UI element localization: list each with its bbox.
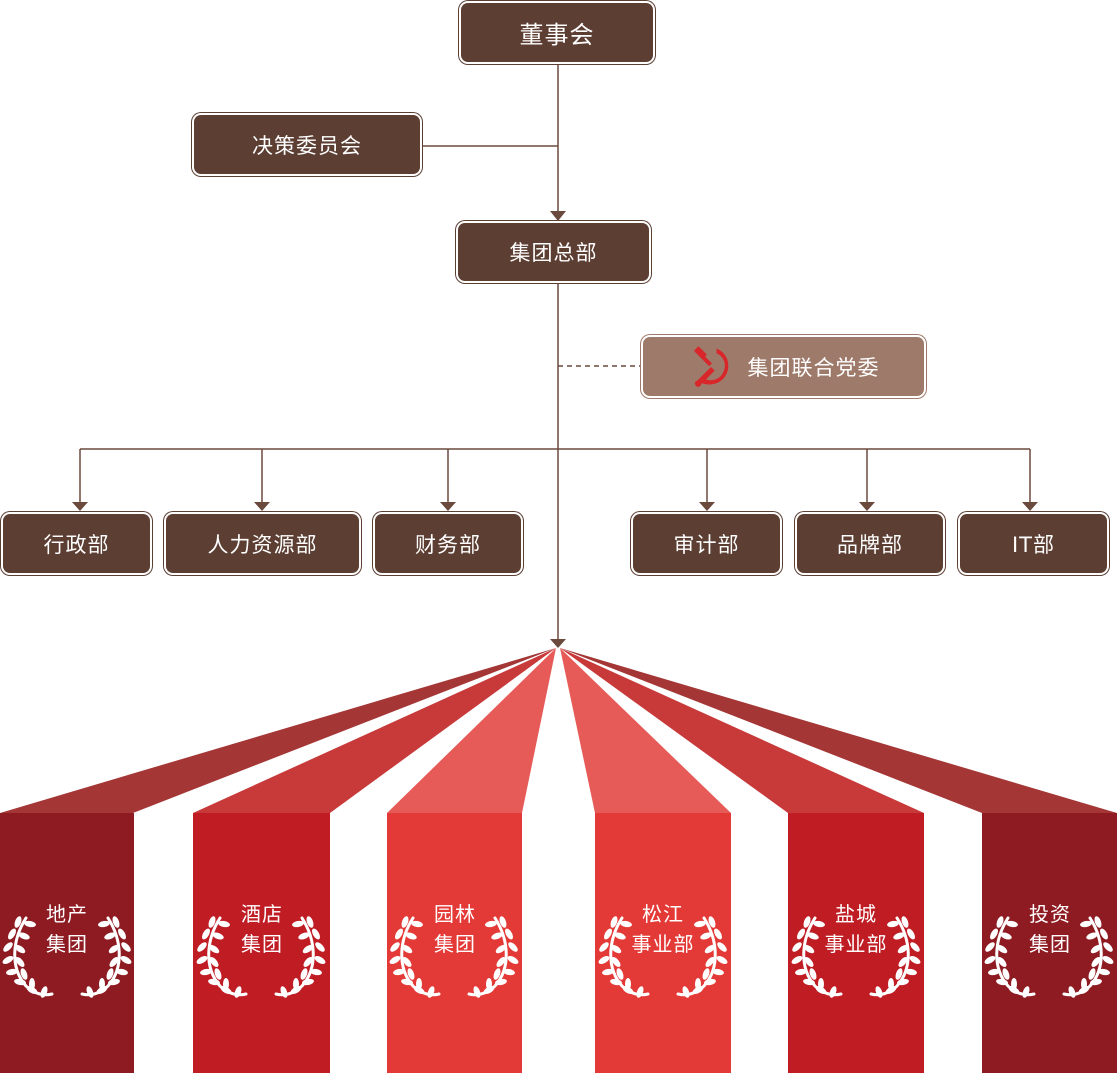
ray-real-estate (0, 648, 556, 813)
unit-real-estate-label: 地产 集团 (46, 902, 88, 956)
dept-finance[interactable]: 财务部 (375, 514, 521, 573)
banner-real-estate (0, 813, 134, 1073)
decision-committee-box[interactable]: 决策委员会 (194, 115, 420, 174)
unit-yancheng-label: 盐城 事业部 (824, 902, 888, 956)
ray-garden (387, 648, 556, 813)
dept-admin[interactable]: 行政部 (3, 514, 150, 573)
unit-garden-label: 园林 集团 (434, 902, 476, 956)
hammer-sickle-icon (693, 346, 728, 387)
ray-songjiang (560, 648, 731, 813)
ray-investment (560, 648, 1117, 813)
banner-investment (982, 813, 1117, 1073)
dept-hr-label: 人力资源部 (207, 532, 318, 557)
laurel-wreath-icon (984, 916, 1114, 998)
unit-songjiang-label: 松江 事业部 (631, 902, 695, 956)
laurel-wreath-icon (389, 916, 519, 998)
unit-investment-label: 投资 集团 (1029, 902, 1071, 956)
dept-audit[interactable]: 审计部 (633, 514, 780, 573)
dept-brand[interactable]: 品牌部 (797, 514, 943, 573)
banner-yancheng (788, 813, 924, 1073)
board-label: 董事会 (519, 21, 595, 49)
laurel-wreath-icon (196, 916, 326, 998)
laurel-wreath-icon (2, 916, 132, 998)
banner-songjiang (595, 813, 731, 1073)
dept-hr[interactable]: 人力资源部 (166, 514, 359, 573)
laurel-wreath-icon (598, 916, 728, 998)
dept-it[interactable]: IT部 (960, 514, 1107, 573)
dept-audit-label: 审计部 (673, 532, 740, 557)
ray-yancheng (560, 648, 924, 813)
decision-committee-label: 决策委员会 (252, 133, 362, 158)
banner-garden (387, 813, 522, 1073)
dept-brand-label: 品牌部 (837, 532, 903, 557)
unit-hotel-label: 酒店 集团 (241, 902, 283, 956)
headquarters-box[interactable]: 集团总部 (458, 223, 649, 281)
dept-it-label: IT部 (1011, 532, 1056, 557)
headquarters-label: 集团总部 (509, 241, 598, 265)
ray-hotel (193, 648, 556, 813)
dept-admin-label: 行政部 (43, 532, 110, 557)
board-box[interactable]: 董事会 (461, 3, 653, 62)
banner-hotel (193, 813, 330, 1073)
party-committee-box[interactable]: 集团联合党委 (643, 337, 924, 396)
dept-finance-label: 财务部 (415, 532, 481, 557)
laurel-wreath-icon (791, 916, 921, 998)
party-committee-label: 集团联合党委 (747, 355, 880, 380)
